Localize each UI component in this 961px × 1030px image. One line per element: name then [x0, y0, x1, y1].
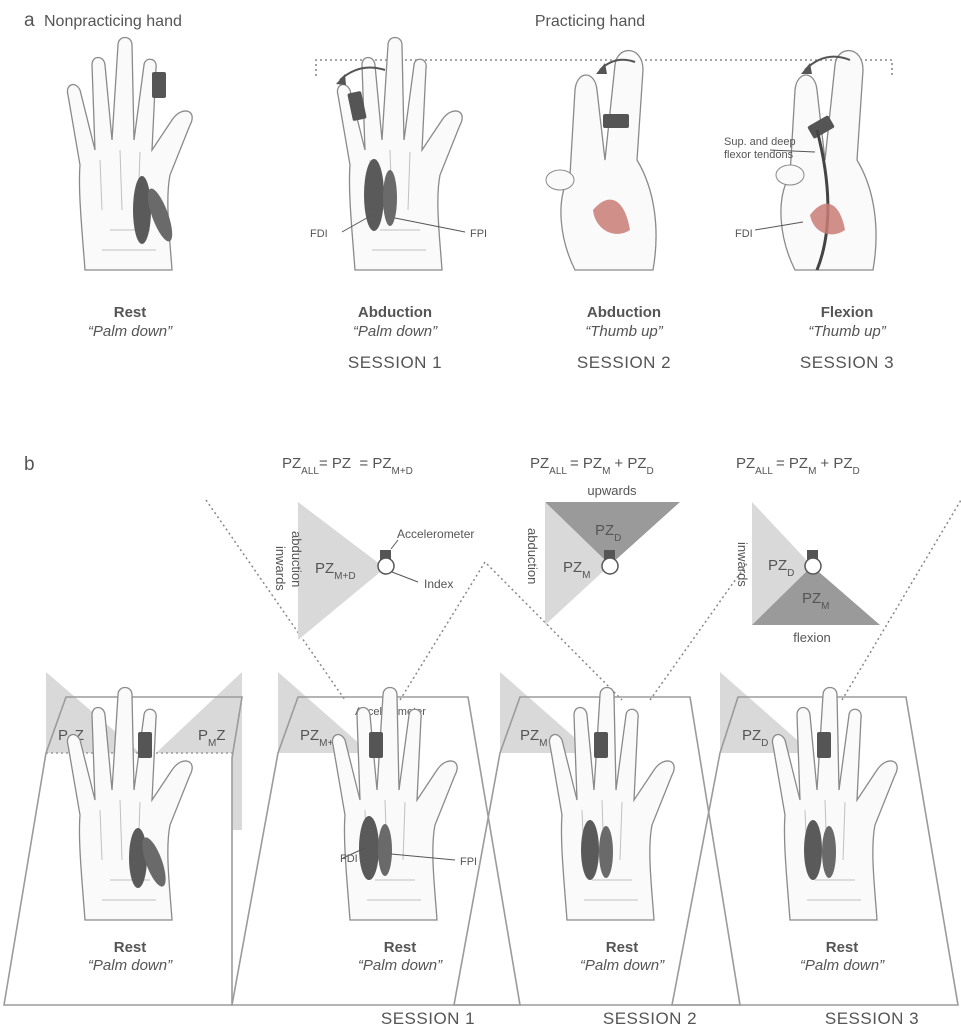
index-finger-icon [602, 558, 618, 574]
tendons-label-line1: Sup. and deep [724, 136, 796, 148]
panel-b-rest: PPZ PMZ Rest “Palm down” [4, 672, 242, 1005]
caption-title: Flexion [821, 304, 874, 321]
caption-subtitle: “Palm down” [353, 323, 438, 340]
caption-title: Rest [606, 939, 639, 956]
inset-session1: PZM+D abduction inwards Accelerometer In… [273, 502, 474, 640]
hand-rest-illustration [549, 688, 674, 921]
muscle-fdi-icon [129, 828, 147, 888]
hand-rest-illustration [332, 688, 457, 921]
index-finger-icon [378, 558, 394, 574]
session-label: SESSION 1 [348, 353, 442, 372]
caption-subtitle: “Palm down” [800, 957, 885, 974]
label-flexion: flexion [793, 630, 831, 645]
muscle-fdi-icon [581, 820, 599, 880]
label-inwards: inwards [273, 546, 288, 591]
accelerometer-icon [817, 732, 831, 758]
equation-session1: PZALL= PZ = PZM+D [282, 455, 413, 477]
index-label: Index [424, 577, 453, 591]
caption-title: Abduction [587, 304, 661, 321]
caption-rest-a: Rest “Palm down” [88, 304, 173, 340]
session-label: SESSION 2 [577, 353, 671, 372]
muscle-fpi-icon [822, 826, 836, 878]
session-label: SESSION 3 [800, 353, 894, 372]
accelerometer-label: Accelerometer [397, 527, 474, 541]
index-finger-icon [805, 558, 821, 574]
caption-subtitle: “Thumb up” [808, 323, 887, 340]
caption-session1-a: Abduction “Palm down” SESSION 1 [348, 304, 442, 372]
session-label: SESSION 1 [381, 1009, 475, 1028]
hand-abduction-palmdown-illustration [336, 38, 465, 271]
nonpracticing-label: Nonpracticing hand [44, 13, 182, 30]
svg-text:PZALL= PZM+ PZD: PZALL= PZM+ PZD [736, 455, 860, 477]
fdi-label-1: FDI [310, 228, 328, 240]
caption-subtitle: “Palm down” [580, 957, 665, 974]
caption-title: Abduction [358, 304, 432, 321]
session-label: SESSION 2 [603, 1009, 697, 1028]
hand-rest-illustration [67, 38, 192, 271]
accelerometer-icon [603, 114, 629, 128]
caption-subtitle: “Palm down” [88, 957, 173, 974]
practicing-label: Practicing hand [535, 13, 645, 30]
svg-text:PZALL= PZM+ PZD: PZALL= PZM+ PZD [530, 455, 654, 477]
accelerometer-icon [594, 732, 608, 758]
muscle-fdi-icon [133, 176, 151, 244]
caption-session3-a: Flexion “Thumb up” SESSION 3 [800, 304, 894, 372]
equation-session2: PZALL= PZM+ PZD [530, 455, 654, 477]
panel-a-letter: a [24, 10, 35, 31]
caption-title: Rest [114, 939, 147, 956]
fpi-label: FPI [460, 856, 477, 868]
label-abduction: abduction [525, 528, 540, 584]
inset-session3: inwards flexion PZD PZM [735, 502, 880, 645]
fdi-label-3: FDI [735, 228, 753, 240]
label-upwards: upwards [587, 483, 637, 498]
fpi-label-1: FPI [470, 228, 487, 240]
caption-title: Rest [826, 939, 859, 956]
accelerometer-icon [369, 732, 383, 758]
panel-b-session1: PZM+D Accelerometer FDI FPI Rest “Palm d… [232, 672, 520, 1028]
tendons-label-line2: flexor tendons [724, 149, 794, 161]
muscle-fpi-icon [383, 170, 397, 226]
fdi-label: FDI [340, 853, 358, 865]
muscle-fpi-icon [378, 824, 392, 876]
muscle-fdi-icon [804, 820, 822, 880]
inset-session2: upwards abduction PZD PZM [525, 483, 680, 625]
panel-b-letter: b [24, 454, 35, 475]
caption-subtitle: “Palm down” [88, 323, 173, 340]
muscle-fdi-icon [359, 816, 379, 880]
caption-session2-a: Abduction “Thumb up” SESSION 2 [577, 304, 671, 372]
equation-session3: PZALL= PZM+ PZD [736, 455, 860, 477]
hand-abduction-thumbup-illustration [546, 51, 656, 270]
caption-subtitle: “Thumb up” [585, 323, 664, 340]
caption-title: Rest [384, 939, 417, 956]
session-label: SESSION 3 [825, 1009, 919, 1028]
muscle-fdi-icon [364, 159, 384, 231]
accelerometer-icon [138, 732, 152, 758]
svg-text:PZALL= PZ = PZM+D: PZALL= PZ = PZM+D [282, 455, 413, 477]
accelerometer-icon [152, 72, 166, 98]
caption-subtitle: “Palm down” [358, 957, 443, 974]
label-abduction: abduction [289, 531, 304, 587]
muscle-fpi-icon [599, 826, 613, 878]
panel-b-session2: PZM Rest “Palm down” SESSION 2 [454, 672, 740, 1028]
label-inwards: inwards [735, 542, 750, 587]
hand-rest-illustration [772, 688, 897, 921]
caption-title: Rest [114, 304, 147, 321]
